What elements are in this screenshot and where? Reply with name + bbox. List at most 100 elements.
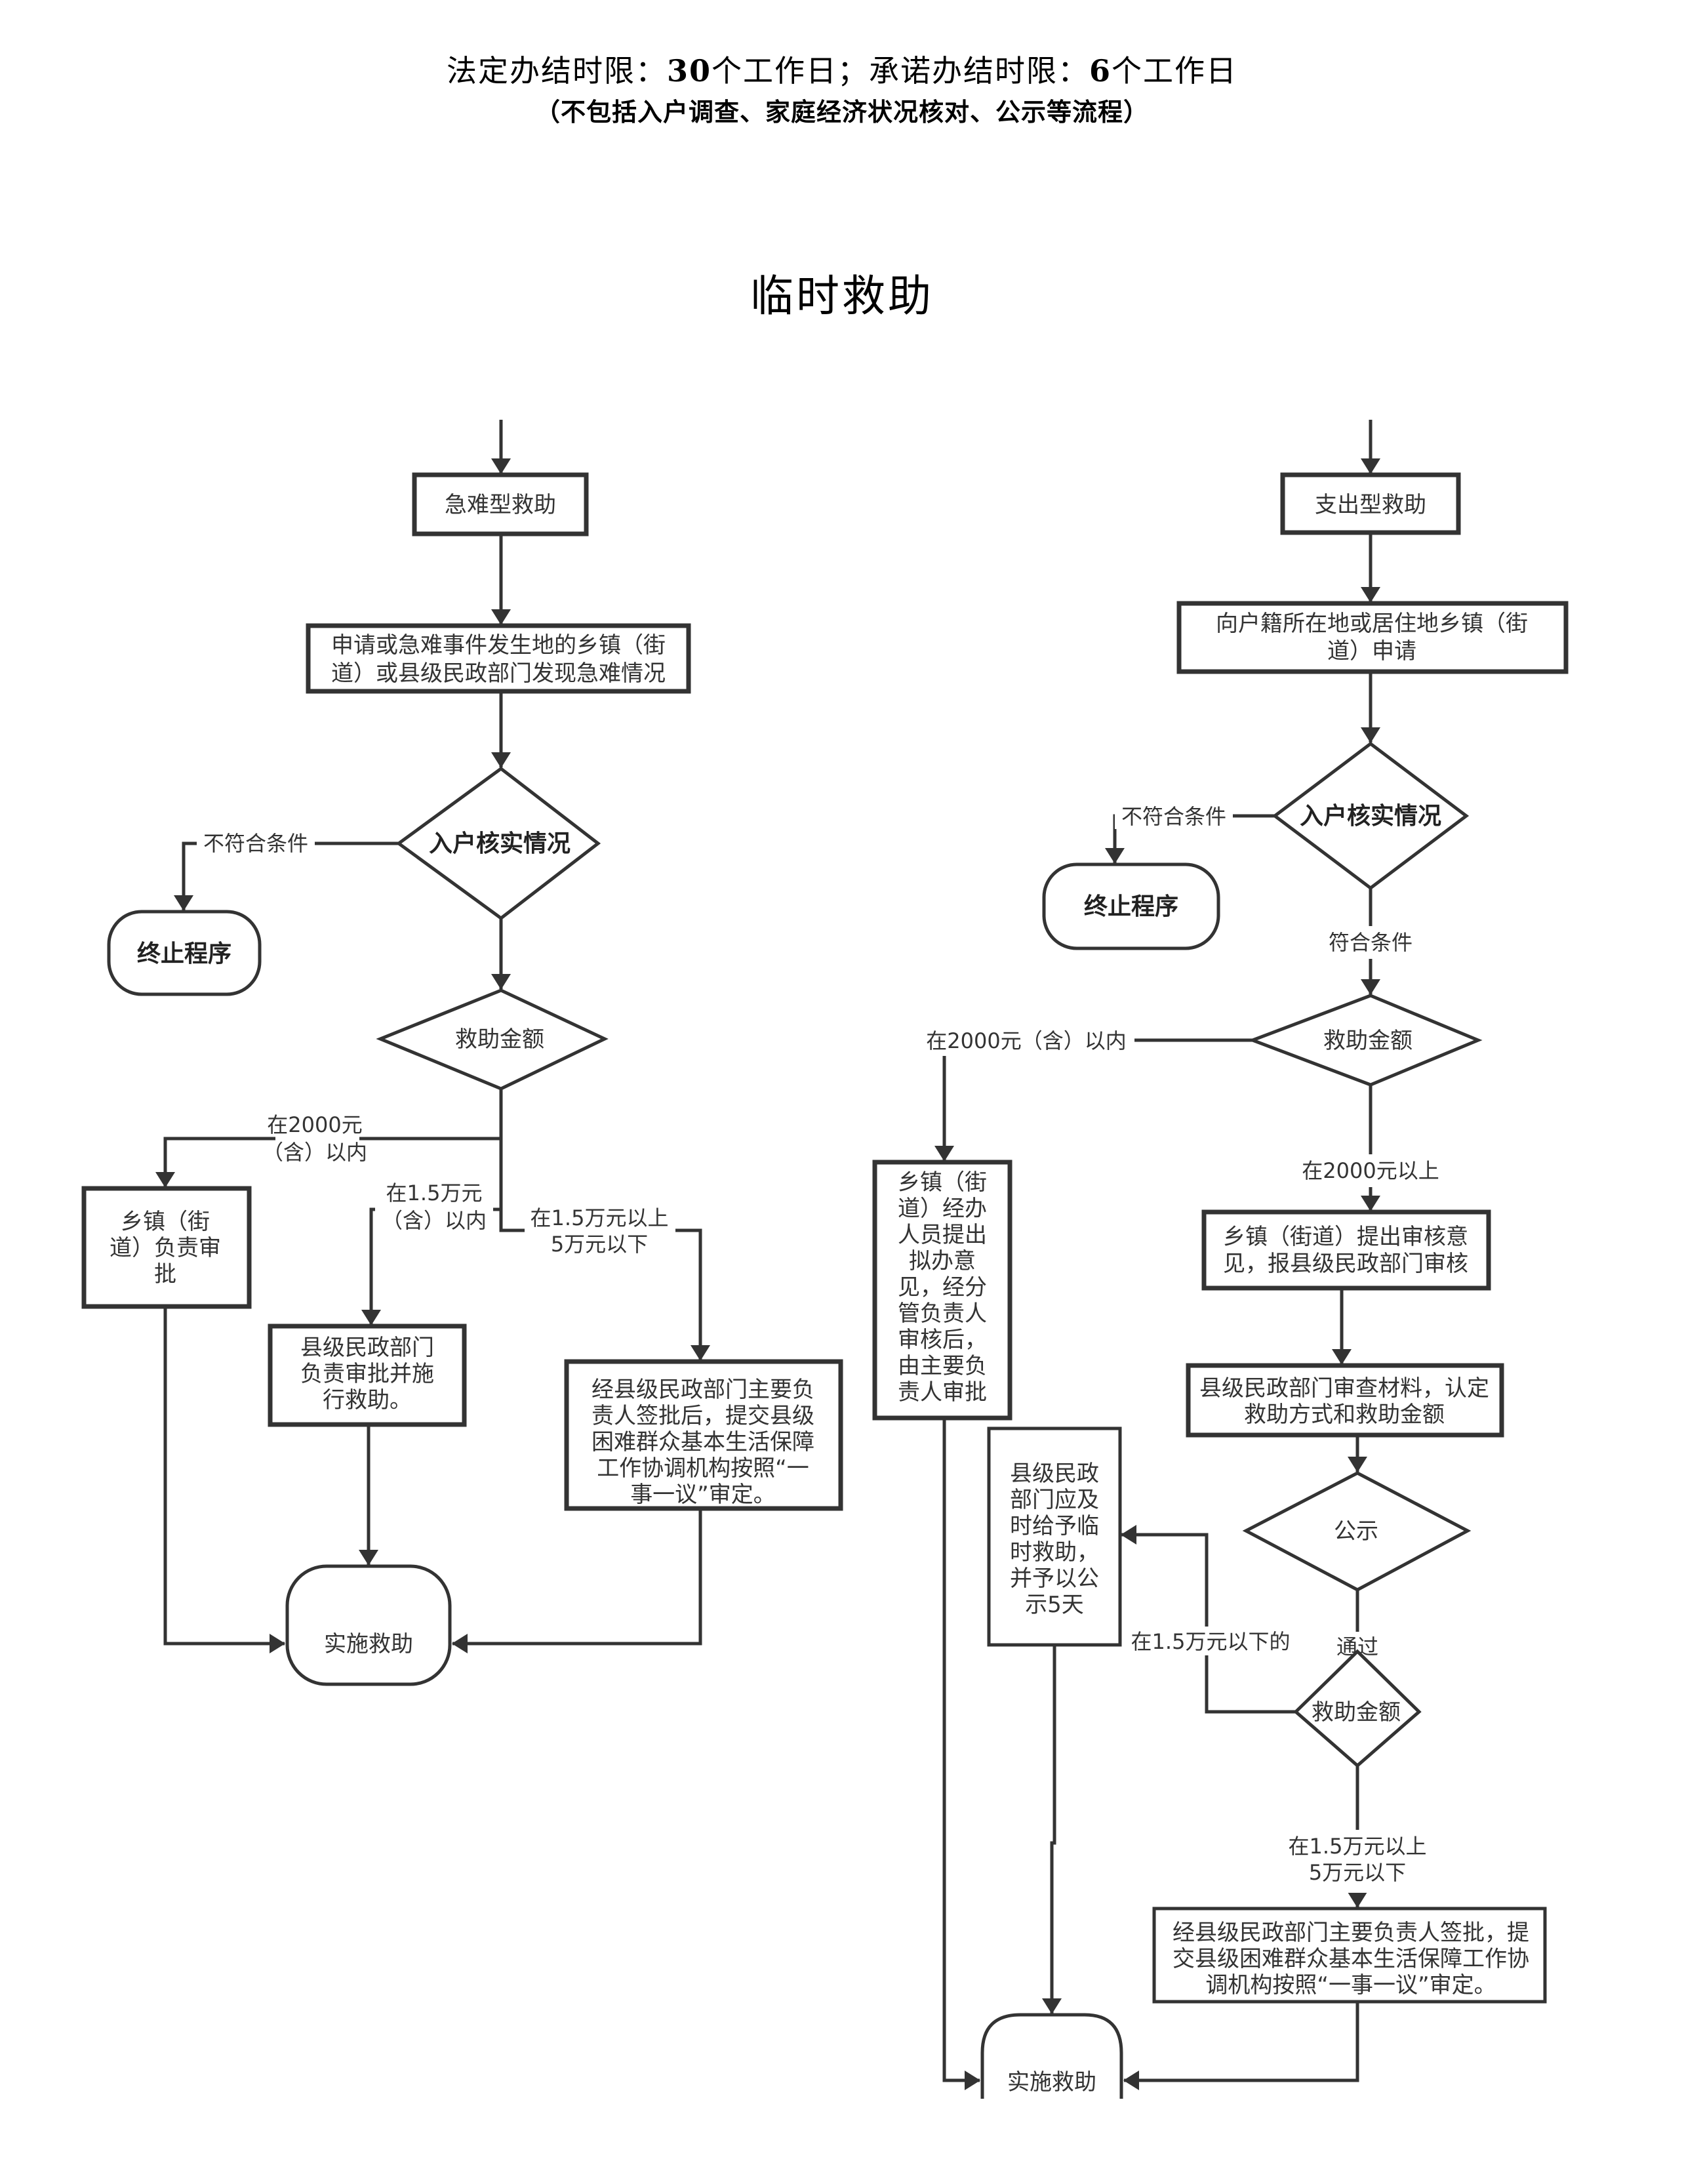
time-limit-line: 法定办结时限：30个工作日；承诺办结时限：6个工作日 bbox=[0, 47, 1684, 91]
case-review-line-3: 困难群众基本生活保障 bbox=[591, 1429, 814, 1455]
implement-aid-label: 实施救助 bbox=[1007, 2069, 1096, 2095]
apply-box[interactable] bbox=[306, 623, 691, 694]
emergency-aid-label: 急难型救助 bbox=[445, 492, 556, 518]
reject-label: 不符合条件 bbox=[1121, 804, 1226, 829]
case-review-line-4: 工作协调机构按照“一 bbox=[597, 1455, 809, 1482]
under15k-arrow bbox=[1121, 1525, 1296, 1714]
converge-arrow-1 bbox=[163, 1306, 285, 1653]
branch1-label-2: （含）以内 bbox=[262, 1140, 367, 1165]
page-title: 临时救助 bbox=[750, 271, 934, 321]
town-approval-line-2: 道）负责审 bbox=[110, 1235, 221, 1261]
low-branch-label: 在2000元（含）以内 bbox=[926, 1028, 1126, 1053]
branch3-label-1: 在1.5万元以上 bbox=[531, 1205, 669, 1230]
low-branch-arrow bbox=[934, 1038, 1253, 1162]
town-handling-line-4: 拟办意 bbox=[909, 1248, 976, 1274]
terminate-label: 终止程序 bbox=[1084, 893, 1178, 920]
branch3-label-2: 5万元以下 bbox=[551, 1232, 648, 1257]
converge-arrow-1 bbox=[942, 1418, 980, 2090]
converge-arrow-3 bbox=[452, 1508, 702, 1653]
timely-aid-line-4: 时救助， bbox=[1010, 1539, 1099, 1566]
final-review-box[interactable] bbox=[1152, 1907, 1547, 2004]
apply-line-2: 道）申请 bbox=[1327, 638, 1416, 664]
timely-aid-line-3: 时给予临 bbox=[1010, 1513, 1099, 1539]
final-review-line-1: 经县级民政部门主要负责人签批，提 bbox=[1173, 1920, 1529, 1946]
amount-label: 救助金额 bbox=[455, 1026, 544, 1053]
timely-aid-line-6: 示5天 bbox=[1025, 1592, 1084, 1618]
case-review-line-1: 经县级民政部门主要负 bbox=[591, 1377, 814, 1403]
final-review-line-2: 交县级困难群众基本生活保障工作协 bbox=[1173, 1946, 1529, 1972]
label-bg bbox=[918, 1023, 1134, 1056]
label-bg bbox=[1318, 926, 1423, 959]
pass-label: 符合条件 bbox=[1329, 930, 1413, 955]
expense-aid-box[interactable] bbox=[1280, 472, 1461, 535]
county-approval-line-3: 行救助。 bbox=[323, 1387, 412, 1413]
label-bg bbox=[197, 828, 315, 857]
left-flow: 急难型救助 申请或急难事件发生地的乡镇（街 道）或县级民政部门发现急难情况 入户… bbox=[81, 420, 843, 1686]
apply-line-1: 向户籍所在地或居住地乡镇（街 bbox=[1216, 611, 1528, 637]
expense-aid-label: 支出型救助 bbox=[1315, 492, 1426, 518]
apply-box[interactable] bbox=[1176, 601, 1569, 674]
promised-limit-label: 个工作日；承诺办结时限： bbox=[712, 53, 1089, 89]
legal-limit-label: 法定办结时限： bbox=[446, 53, 667, 89]
town-review-box[interactable] bbox=[1201, 1209, 1491, 1291]
reject-arrow bbox=[174, 841, 399, 911]
town-approval-box[interactable] bbox=[81, 1186, 252, 1309]
branch2-label-2: （含）以内 bbox=[382, 1208, 487, 1233]
case-review-box[interactable] bbox=[564, 1359, 843, 1511]
town-handling-line-1: 乡镇（街 bbox=[898, 1169, 987, 1196]
county-review-line-1: 县级民政部门审查材料，认定 bbox=[1199, 1375, 1489, 1402]
final-review-line-3: 调机构按照“一事一议”审定。 bbox=[1205, 1972, 1496, 1998]
terminate-box[interactable] bbox=[107, 910, 262, 996]
timely-aid-line-1: 县级民政 bbox=[1010, 1461, 1099, 1487]
label-bg bbox=[1115, 800, 1233, 829]
case-review-line-2: 责人签批后，提交县级 bbox=[591, 1403, 814, 1429]
town-handling-line-3: 人员提出 bbox=[898, 1222, 987, 1248]
label-bg bbox=[1285, 1154, 1456, 1187]
high-branch-label: 在2000元以上 bbox=[1302, 1158, 1439, 1183]
implement-aid-box[interactable] bbox=[980, 2013, 1123, 2099]
legal-limit-days: 30 bbox=[666, 53, 712, 89]
county-approval-line-1: 县级民政部门 bbox=[300, 1335, 434, 1361]
converge-arrow-2 bbox=[1042, 1645, 1062, 2014]
promised-limit-days: 6 bbox=[1089, 53, 1112, 89]
county-approval-line-2: 负责审批并施 bbox=[300, 1361, 434, 1387]
converge-arrow-3 bbox=[1123, 2002, 1359, 2090]
county-review-box[interactable] bbox=[1186, 1363, 1504, 1438]
timely-aid-line-5: 并予以公 bbox=[1010, 1566, 1099, 1592]
terminate-box[interactable] bbox=[1042, 862, 1220, 950]
over15k-label-1: 在1.5万元以上 bbox=[1289, 1834, 1427, 1859]
implement-aid-box[interactable] bbox=[285, 1564, 452, 1686]
timely-aid-box[interactable] bbox=[987, 1426, 1122, 1647]
town-handling-line-8: 由主要负 bbox=[898, 1353, 987, 1379]
amount2-label: 救助金额 bbox=[1312, 1699, 1401, 1726]
home-check-label: 入户核实情况 bbox=[1300, 803, 1441, 830]
town-approval-line-3: 批 bbox=[154, 1261, 176, 1287]
publicity-label: 公示 bbox=[1334, 1518, 1378, 1545]
over15k-label-2: 5万元以下 bbox=[1309, 1860, 1406, 1885]
town-handling-line-2: 道）经办 bbox=[898, 1196, 987, 1222]
town-handling-line-5: 见，经分 bbox=[898, 1274, 987, 1301]
town-approval-line-1: 乡镇（街 bbox=[121, 1209, 210, 1235]
case-review-line-5: 事一议”审定。 bbox=[630, 1482, 776, 1508]
town-handling-line-9: 责人审批 bbox=[898, 1379, 987, 1405]
right-flow: 支出型救助 向户籍所在地或居住地乡镇（街 道）申请 入户核实情况 不符合条件 终… bbox=[872, 420, 1569, 2099]
town-handling-line-7: 审核后， bbox=[898, 1327, 987, 1353]
town-handling-line-6: 管负责人 bbox=[898, 1301, 987, 1327]
town-handling-box[interactable] bbox=[872, 1160, 1012, 1421]
branch1-label-1: 在2000元 bbox=[267, 1112, 362, 1137]
label-bg bbox=[525, 1202, 675, 1261]
town-review-line-2: 见，报县级民政部门审核 bbox=[1223, 1251, 1468, 1277]
implement-aid-label: 实施救助 bbox=[324, 1631, 413, 1657]
reject-label: 不符合条件 bbox=[203, 831, 308, 856]
exclusion-note: （不包括入户调查、家庭经济状况核对、公示等流程） bbox=[534, 97, 1149, 127]
label-bg bbox=[275, 1110, 359, 1175]
timely-aid-line-2: 部门应及 bbox=[1010, 1487, 1099, 1513]
apply-line-2: 道）或县级民政部门发现急难情况 bbox=[331, 660, 666, 687]
apply-line-1: 申请或急难事件发生地的乡镇（街 bbox=[331, 632, 666, 658]
label-bg bbox=[1279, 1830, 1436, 1893]
town-review-line-1: 乡镇（街道）提出审核意 bbox=[1223, 1224, 1468, 1250]
under15k-label: 在1.5万元以下的 bbox=[1131, 1629, 1291, 1654]
county-review-line-2: 救助方式和救助金额 bbox=[1244, 1402, 1445, 1428]
terminate-label: 终止程序 bbox=[137, 940, 231, 967]
